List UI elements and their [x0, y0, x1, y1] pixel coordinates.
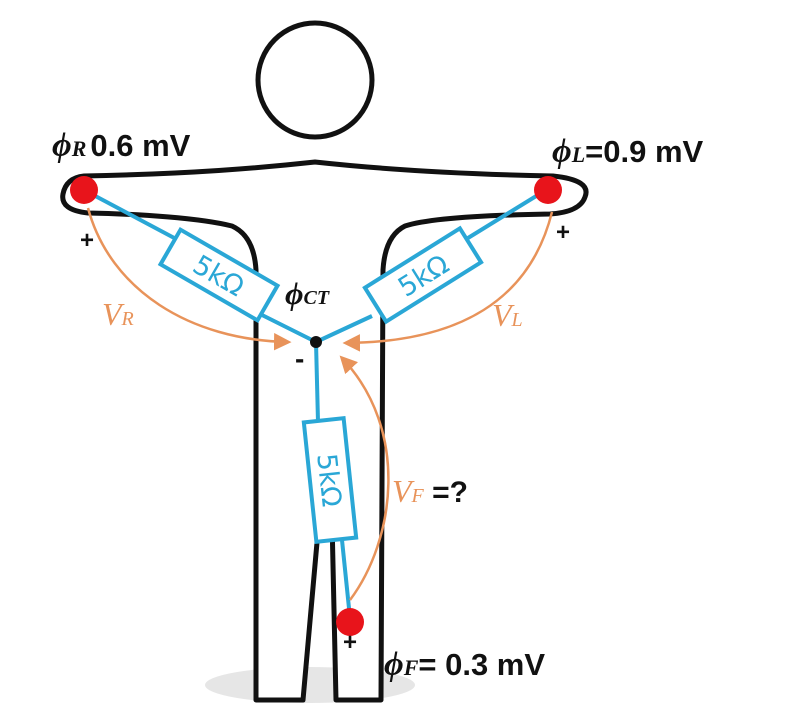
resistor-foot: 5kΩ [301, 416, 359, 544]
wire-left-outer [466, 188, 548, 240]
v-f-unknown: =? [424, 476, 468, 509]
phi-f-value: = 0.3 mV [418, 647, 545, 682]
v-l-symbol: V [492, 297, 515, 333]
v-r-subscript: R [121, 308, 134, 330]
electrode-left-arm [534, 176, 562, 204]
wire-right-inner [259, 312, 317, 344]
v-r-label: VR [102, 296, 134, 332]
v-f-label: VF =? [392, 473, 468, 509]
v-l-label: VL [492, 297, 523, 333]
arrow-v-right [86, 207, 292, 351]
v-f-subscript: F [411, 485, 425, 507]
phi-l-symbol: ϕ [552, 133, 572, 170]
minus-sign-center: - [295, 343, 304, 374]
wire-right-outer [83, 188, 179, 242]
head-outline [255, 20, 375, 140]
v-f-symbol: V [392, 473, 415, 509]
v-l-subscript: L [511, 309, 523, 331]
v-r-symbol: V [102, 296, 125, 332]
plus-sign-left: + [556, 219, 570, 246]
plus-sign-right: + [80, 227, 94, 254]
plus-sign-foot: + [343, 629, 357, 656]
resistor-foot-label: 5kΩ [310, 452, 346, 508]
phi-ct-label: ϕCT [285, 275, 330, 311]
phi-l-label: ϕL=0.9 mV [552, 133, 704, 170]
phi-ct-symbol: ϕ [285, 275, 304, 311]
phi-l-subscript: L [571, 142, 585, 167]
wire-foot-upper [314, 341, 320, 423]
electrode-foot [336, 608, 364, 636]
phi-r-subscript: R [71, 136, 87, 161]
resistor-left: 5kΩ [362, 225, 484, 325]
phi-r-symbol: ϕ [52, 127, 72, 164]
wire-foot-lower [340, 539, 352, 619]
phi-f-symbol: ϕ [384, 646, 404, 683]
phi-r-value: 0.6 mV [90, 128, 190, 163]
central-terminal-node [310, 336, 322, 348]
electrode-right-arm [70, 176, 98, 204]
arrow-v-foot [339, 355, 390, 601]
phi-ct-subscript: CT [304, 287, 330, 309]
phi-l-value: =0.9 mV [585, 134, 703, 169]
phi-f-label: ϕF= 0.3 mV [384, 646, 545, 683]
wire-left-inner [315, 314, 373, 344]
phi-f-subscript: F [403, 655, 419, 680]
arrow-v-left [342, 211, 554, 352]
